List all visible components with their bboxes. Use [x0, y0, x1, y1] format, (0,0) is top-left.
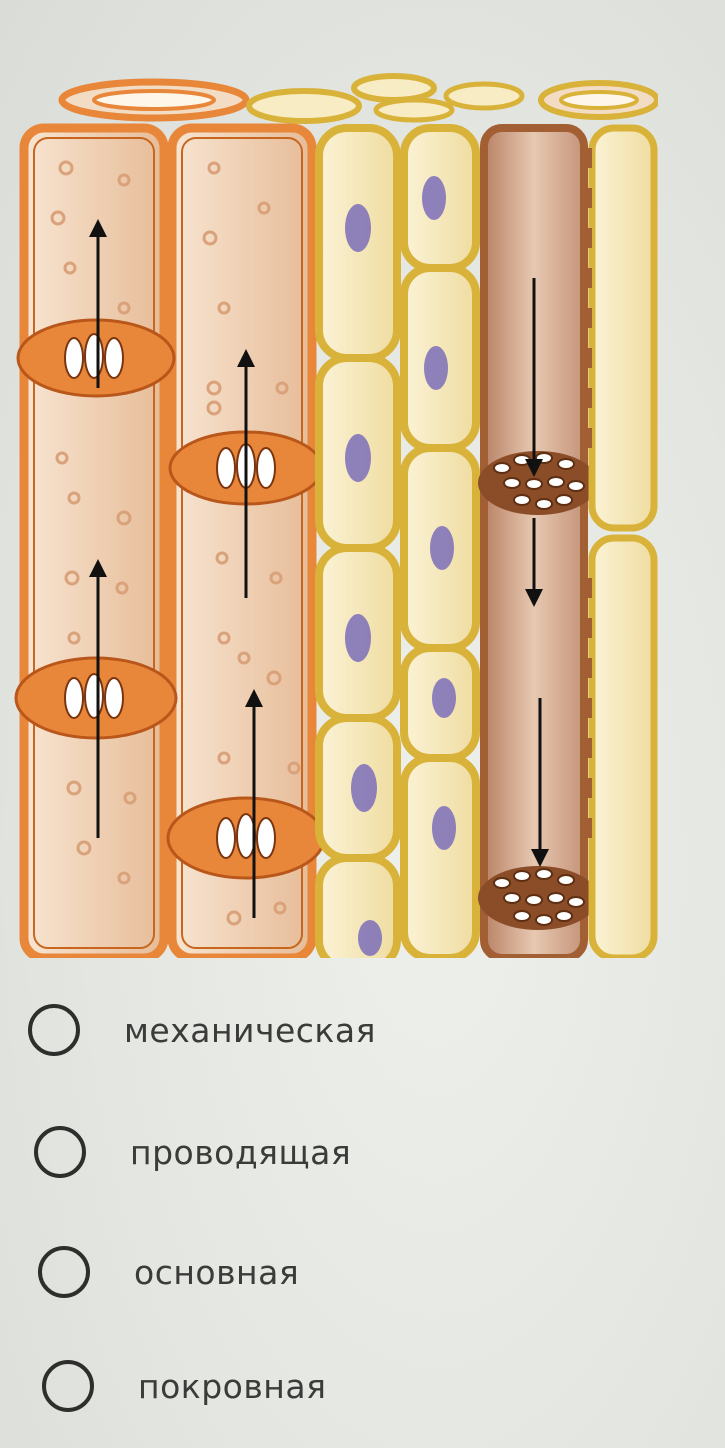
option-conductive[interactable]: проводящая [34, 1112, 594, 1192]
plant-tissue-icon [14, 73, 658, 958]
top-ellipses [58, 73, 658, 124]
vessel-column-middle [167, 123, 317, 958]
upward-arrows [89, 219, 263, 918]
option-label: механическая [124, 1010, 376, 1050]
radio-button-icon[interactable] [34, 1126, 86, 1178]
sieve-plate-pores [493, 452, 585, 926]
vessel-column-left [19, 123, 169, 958]
option-label: основная [134, 1252, 300, 1292]
option-mechanical[interactable]: механическая [28, 990, 588, 1070]
plant-tissue-figure [14, 58, 658, 958]
option-label: покровная [138, 1366, 327, 1406]
downward-arrows [525, 278, 549, 867]
option-integumentary[interactable]: покровная [42, 1346, 602, 1426]
option-label: проводящая [130, 1132, 352, 1172]
radio-button-icon[interactable] [42, 1360, 94, 1412]
option-ground[interactable]: основная [38, 1232, 598, 1312]
pit-fields [580, 148, 592, 838]
radio-button-icon[interactable] [38, 1246, 90, 1298]
vessel-pores [50, 160, 301, 926]
radio-button-icon[interactable] [28, 1004, 80, 1056]
nuclei [345, 176, 646, 956]
companion-cells [588, 124, 658, 958]
